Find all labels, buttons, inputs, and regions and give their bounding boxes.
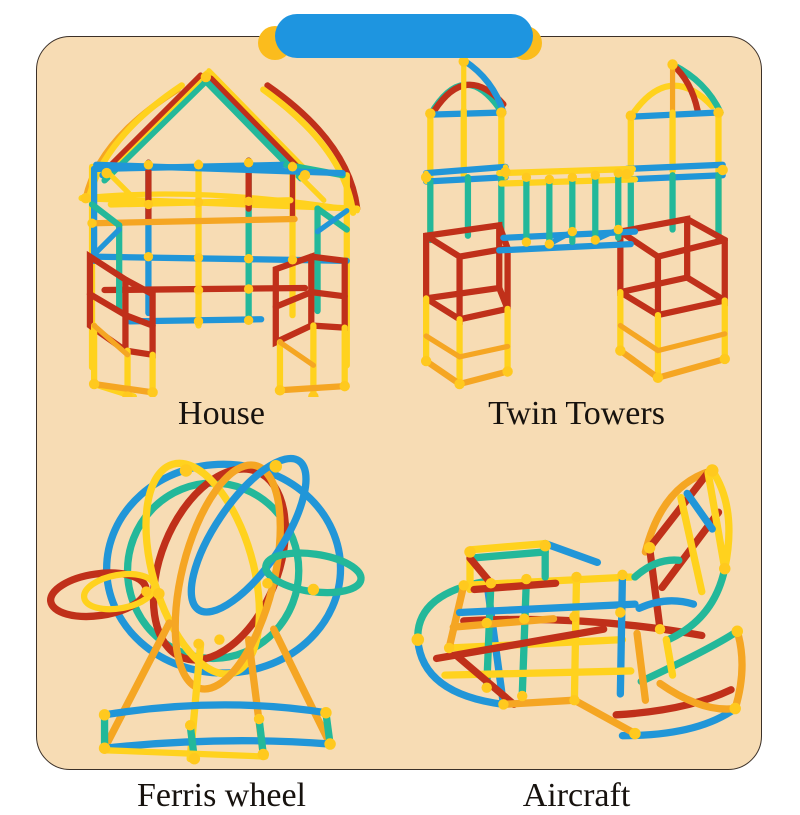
ferris-wheel-connectors bbox=[98, 459, 336, 764]
model-grid: House bbox=[36, 36, 762, 813]
house-illustration bbox=[78, 68, 361, 397]
twin-towers-connectors bbox=[420, 56, 730, 390]
aircraft-illustration bbox=[411, 463, 746, 739]
model-caption-aircraft: Aircraft bbox=[522, 777, 631, 815]
model-cell-aircraft[interactable]: Aircraft bbox=[399, 435, 754, 815]
model-cell-twin-towers[interactable]: Twin Towers bbox=[399, 52, 754, 435]
twin-towers-illustration bbox=[420, 56, 730, 390]
model-caption-twin-towers: Twin Towers bbox=[488, 394, 665, 432]
model-cell-ferris-wheel[interactable]: Ferris wheel bbox=[44, 435, 399, 815]
house-connectors bbox=[80, 71, 350, 397]
model-caption-house: House bbox=[178, 394, 265, 432]
ferris-wheel-illustration bbox=[46, 454, 365, 764]
model-cell-house[interactable]: House bbox=[44, 52, 399, 435]
aircraft-connectors bbox=[411, 463, 744, 739]
model-caption-ferris-wheel: Ferris wheel bbox=[136, 777, 306, 815]
